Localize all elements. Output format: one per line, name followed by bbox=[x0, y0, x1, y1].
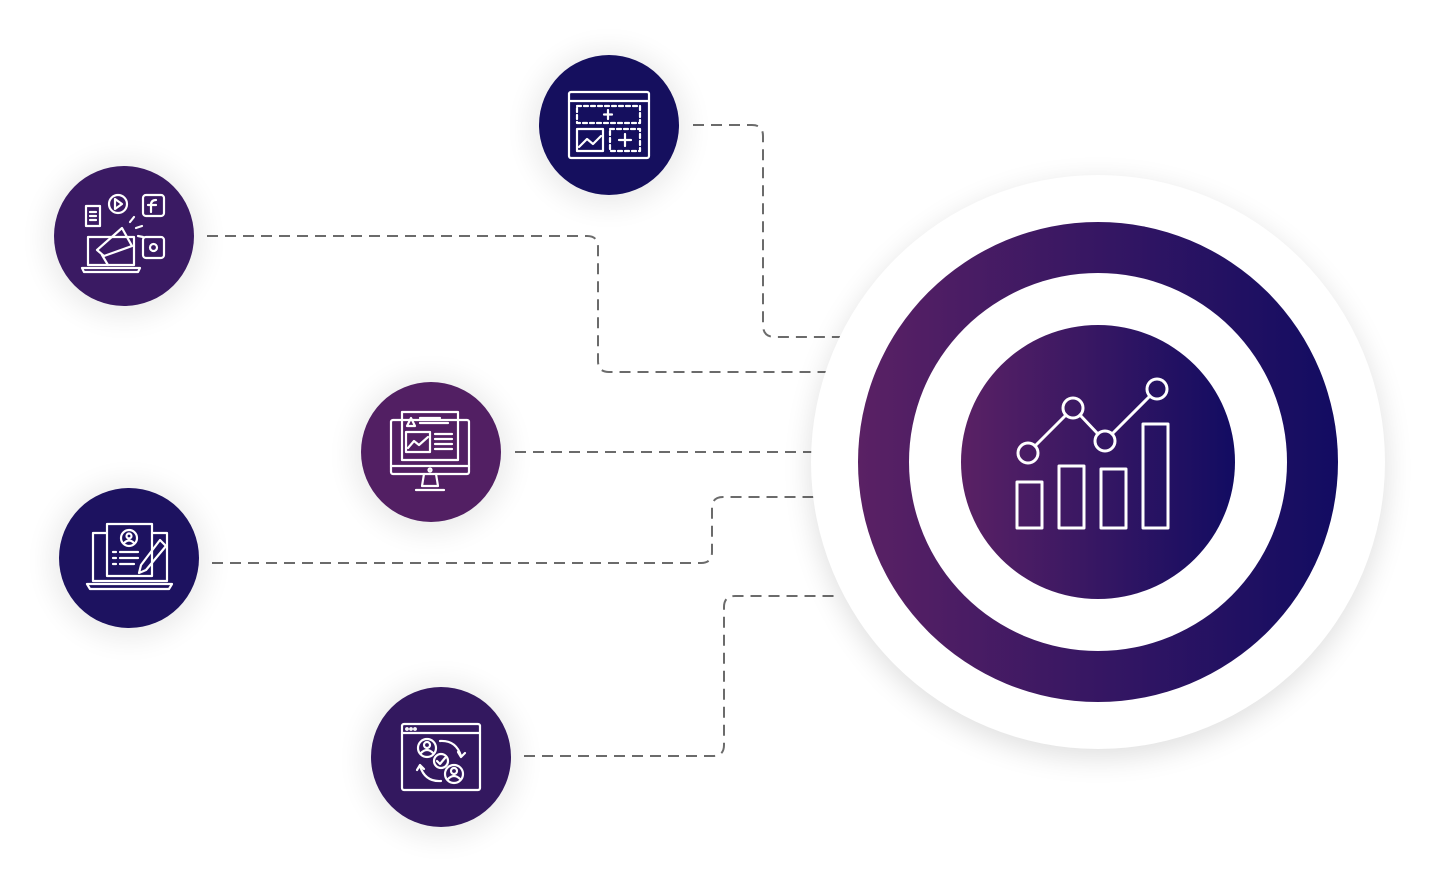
node-web-builder[interactable] bbox=[531, 50, 687, 206]
node-profile-editing[interactable] bbox=[51, 483, 207, 639]
connector-user-sync bbox=[524, 595, 840, 757]
monitor-content-icon bbox=[389, 410, 471, 492]
node-web-content[interactable] bbox=[353, 377, 509, 533]
connector-digital-marketing bbox=[207, 235, 830, 373]
web-layout-builder-icon bbox=[567, 90, 651, 160]
node-digital-marketing[interactable] bbox=[46, 161, 202, 317]
hub-node bbox=[810, 175, 1386, 758]
analytics-chart-icon bbox=[1015, 377, 1170, 530]
node-user-sync[interactable] bbox=[363, 682, 519, 838]
megaphone-social-media-icon bbox=[80, 193, 166, 274]
laptop-profile-edit-icon bbox=[85, 522, 174, 591]
connector-web-builder bbox=[693, 124, 840, 338]
connector-profile-editing bbox=[212, 496, 820, 564]
browser-user-sync-icon bbox=[400, 722, 482, 792]
